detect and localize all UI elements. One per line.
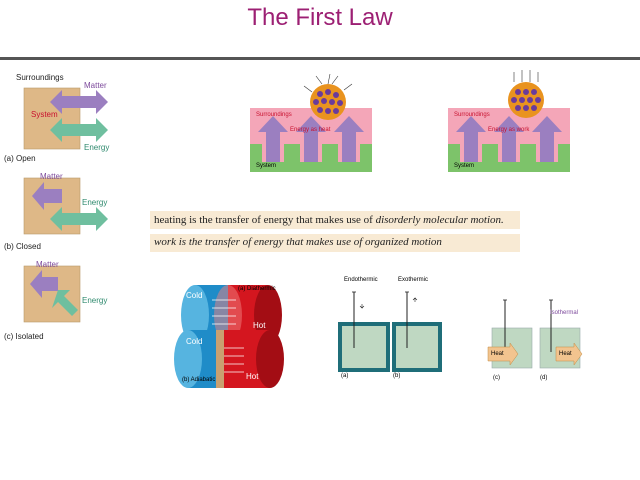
box-a-label: (a) xyxy=(341,373,349,379)
heat-label-d: Heat xyxy=(559,351,572,357)
caption-isolated: (c) Isolated xyxy=(4,332,44,341)
page-title: The First Law xyxy=(247,4,393,31)
surroundings-label-work: Surroundings xyxy=(454,112,490,118)
box-d-label: (d) xyxy=(540,375,548,381)
matter-arrow-closed xyxy=(32,182,62,210)
matter-label-closed: Matter xyxy=(40,172,63,181)
title-divider xyxy=(0,57,640,60)
system-label: System xyxy=(31,110,58,119)
heating-highlight xyxy=(150,211,520,229)
cold-label-a: Cold xyxy=(186,291,203,300)
surroundings-label: Surroundings xyxy=(16,73,64,82)
energy-arrow-open xyxy=(50,118,108,142)
matter-arrow-isolated xyxy=(30,270,58,298)
hot-label-a: Hot xyxy=(253,321,266,330)
hot-label-b: Hot xyxy=(246,372,259,381)
heating-text-b: disorderly xyxy=(375,214,421,226)
system-label-work: System xyxy=(454,163,475,169)
energy-as-heat-label: Energy as heat xyxy=(290,127,331,133)
matter-label-isolated: Matter xyxy=(36,260,59,269)
caption-closed: (b) Closed xyxy=(4,242,41,251)
box-c-label: (c) xyxy=(493,375,500,381)
matter-label-open: Matter xyxy=(84,81,107,90)
energy-arrow-isolated xyxy=(52,290,78,316)
energy-label-open: Energy xyxy=(84,143,110,152)
energy-label-isolated: Energy xyxy=(82,296,108,305)
heat-arrow-in xyxy=(487,342,519,366)
heating-statement: heating is the transfer of energy that m… xyxy=(154,214,504,226)
matter-arrow-open xyxy=(50,90,108,114)
cold-label-b: Cold xyxy=(186,337,203,346)
system-label-heat: System xyxy=(256,163,277,169)
work-text-a: work is the transfer of energy that make… xyxy=(154,236,363,248)
box-b-label: (b) xyxy=(393,373,401,379)
heat-arrow-out xyxy=(555,342,583,366)
isothermal-label: Isothermal xyxy=(550,310,579,316)
work-text-b: organized motion xyxy=(365,236,442,248)
energy-arrow-closed xyxy=(50,207,108,231)
work-highlight xyxy=(150,234,520,252)
energy-label-closed: Energy xyxy=(82,198,108,207)
caption-open: (a) Open xyxy=(4,154,36,163)
surroundings-label-heat: Surroundings xyxy=(256,112,292,118)
work-statement: work is the transfer of energy that make… xyxy=(154,236,442,248)
heat-label-c: Heat xyxy=(491,351,504,357)
energy-as-work-label: Energy as work xyxy=(488,127,530,133)
exothermic-label: Exothermic xyxy=(398,277,429,283)
endothermic-label: Endothermic xyxy=(344,277,378,283)
heating-text-a: heating is the transfer of energy that m… xyxy=(154,214,373,226)
heating-text-c: molecular motion. xyxy=(423,214,504,226)
diathermic-label: (a) Diathermic xyxy=(238,286,276,292)
adiabatic-label: (b) Adiabatic xyxy=(182,377,216,383)
